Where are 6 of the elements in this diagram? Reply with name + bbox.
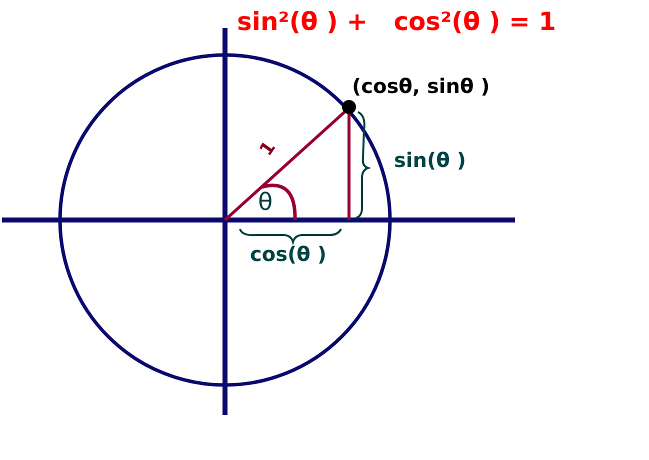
cosine-label: cos(θ ) — [250, 244, 326, 264]
equation-title: sin²(θ ) + cos²(θ ) = 1 — [237, 9, 556, 34]
radius-label: 1 — [257, 138, 280, 160]
angle-label: θ — [258, 190, 273, 214]
sine-label: sin(θ ) — [394, 150, 466, 170]
coordinate-label: (cosθ, sinθ ) — [352, 76, 490, 96]
